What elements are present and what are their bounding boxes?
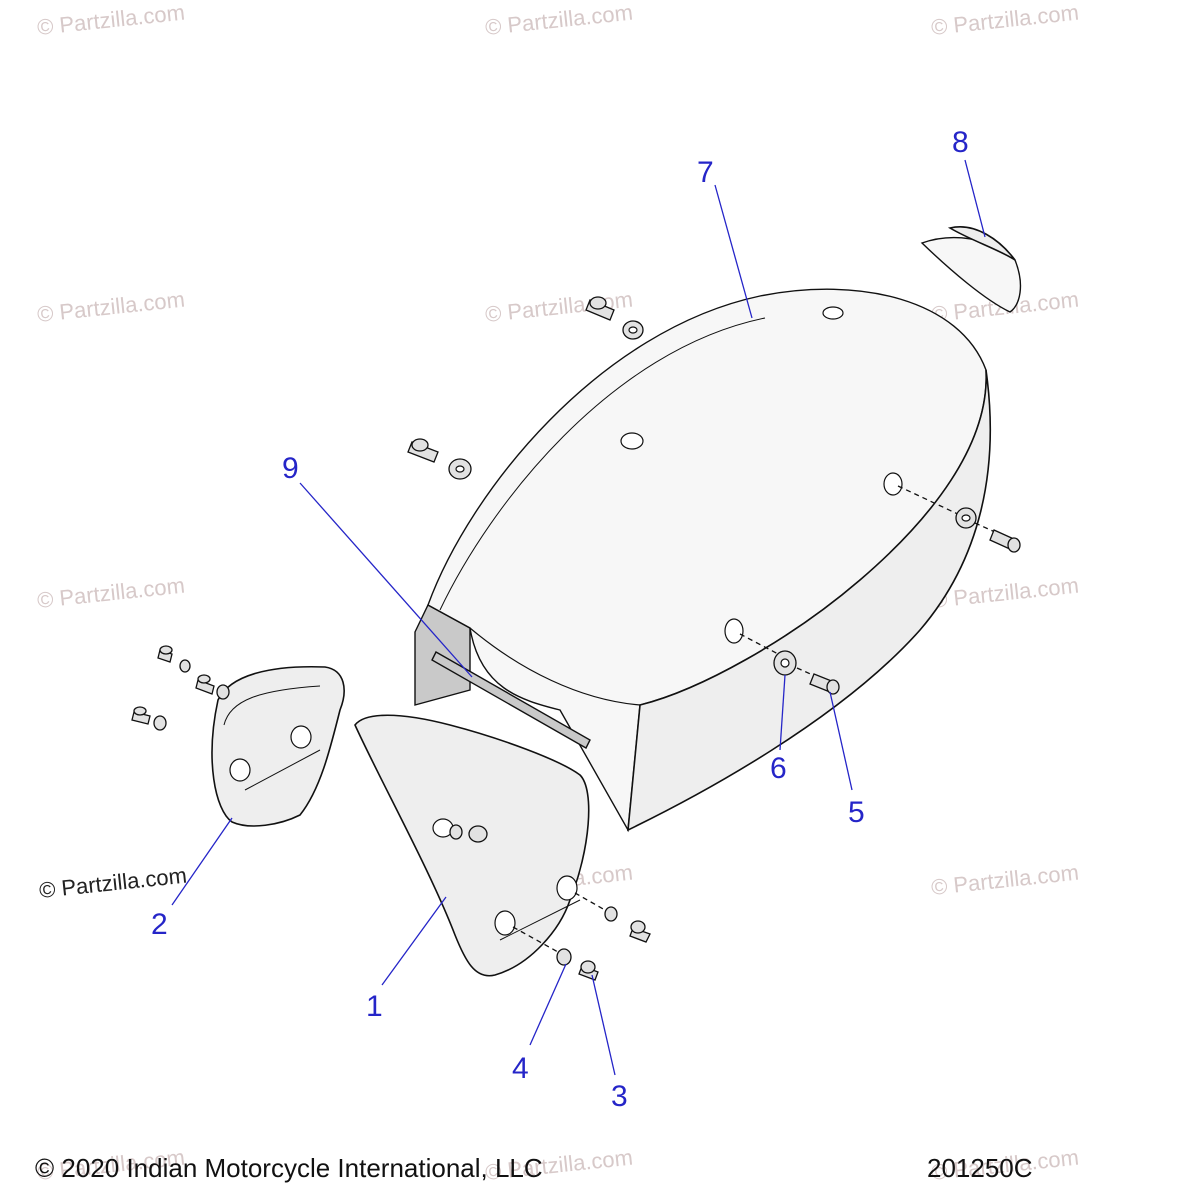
callout-9[interactable]: 9 — [282, 452, 299, 485]
watermark: © Partzilla.com — [36, 573, 186, 613]
leader-9 — [299, 482, 473, 678]
left-side-cover — [211, 665, 345, 827]
callout-7[interactable]: 7 — [697, 156, 714, 189]
callout-1[interactable]: 1 — [366, 990, 383, 1023]
copyright-text: © 2020 Indian Motorcycle International, … — [35, 1153, 543, 1183]
callout-8[interactable]: 8 — [952, 126, 969, 159]
leader-1 — [381, 896, 447, 986]
diagram-code: 201250C — [927, 1153, 1033, 1183]
watermark: © Partzilla.com — [930, 0, 1080, 40]
watermark: © Partzilla.com — [930, 860, 1080, 900]
watermark: © Partzilla.com — [36, 287, 186, 327]
brand-mark: © Partzilla.com — [38, 863, 188, 903]
fender-tip — [920, 226, 1022, 313]
watermark: © Partzilla.com — [36, 0, 186, 40]
callout-6[interactable]: 6 — [770, 752, 787, 785]
leader-2 — [171, 817, 233, 906]
leader-3 — [591, 974, 616, 1076]
callout-3[interactable]: 3 — [611, 1080, 628, 1113]
leader-6 — [779, 674, 786, 751]
leader-7 — [714, 184, 753, 319]
leader-8 — [964, 159, 986, 238]
right-side-cover — [354, 714, 590, 977]
watermark: © Partzilla.com — [484, 287, 634, 327]
leader-4 — [529, 963, 567, 1046]
watermark: © Partzilla.com — [484, 0, 634, 40]
callouts: 7 8 9 2 1 4 3 6 5 — [151, 126, 969, 1113]
callout-5[interactable]: 5 — [848, 796, 865, 829]
callout-4[interactable]: 4 — [512, 1052, 529, 1085]
leader-lines — [171, 159, 986, 1076]
hardware — [131, 296, 1021, 981]
callout-2[interactable]: 2 — [151, 908, 168, 941]
leader-5 — [829, 691, 853, 791]
